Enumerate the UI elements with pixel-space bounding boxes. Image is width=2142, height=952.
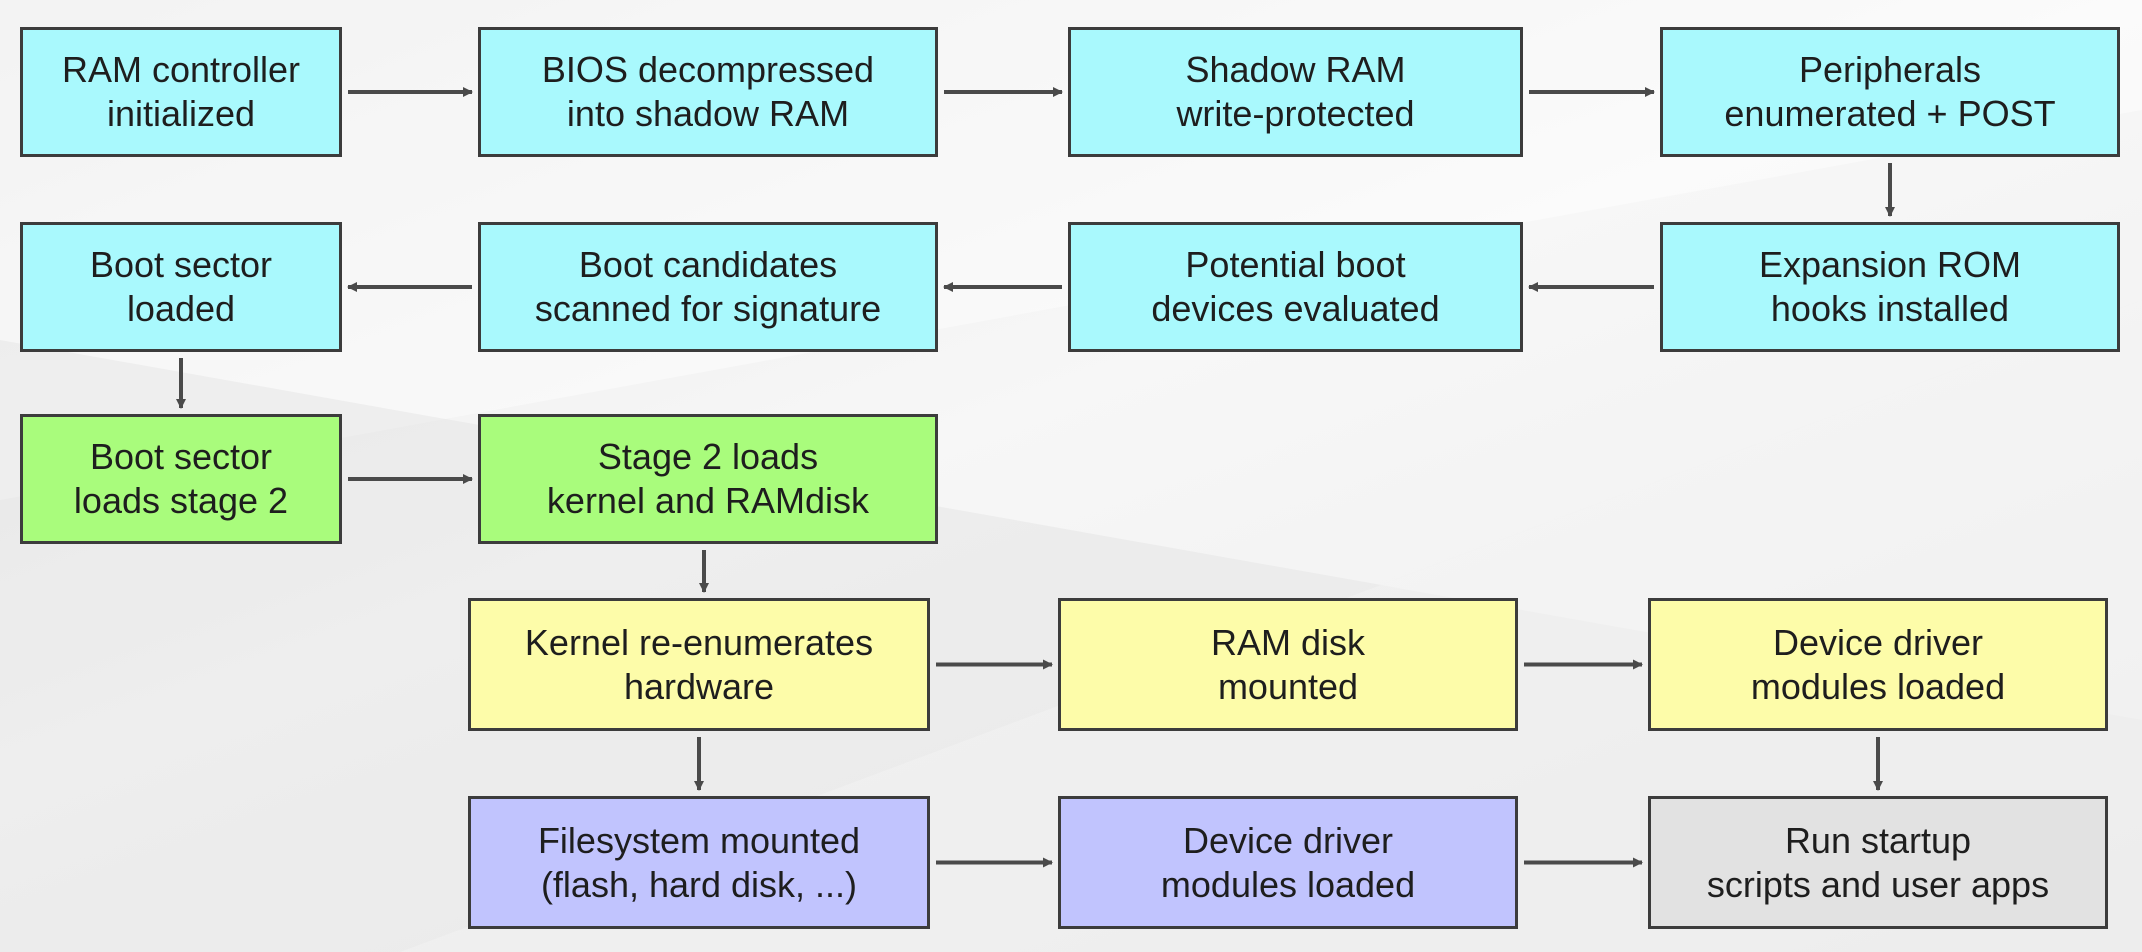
step-shadow-ram-write-protected: Shadow RAM write-protected	[1068, 27, 1523, 157]
step-label: Device driver modules loaded	[1160, 819, 1416, 905]
step-expansion-rom-hooks: Expansion ROM hooks installed	[1660, 222, 2120, 352]
step-label: Peripherals enumerated + POST	[1724, 49, 2056, 134]
step-label: Boot sector loads stage 2	[73, 436, 289, 521]
step-bios-decompressed: BIOS decompressed into shadow RAM	[478, 27, 938, 157]
step-label: Boot candidates scanned for signature	[534, 244, 882, 329]
step-label: RAM controller initialized	[61, 49, 301, 134]
step-boot-sector-loaded: Boot sector loaded	[20, 222, 342, 352]
step-filesystem-mounted: Filesystem mounted (flash, hard disk, ..…	[468, 796, 930, 929]
step-label: Stage 2 loads kernel and RAMdisk	[546, 436, 870, 521]
step-driver-modules-loaded-fs: Device driver modules loaded	[1058, 796, 1518, 929]
step-stage2-loads-kernel: Stage 2 loads kernel and RAMdisk	[478, 414, 938, 544]
step-driver-modules-loaded-ramdisk: Device driver modules loaded	[1648, 598, 2108, 731]
step-label: Device driver modules loaded	[1750, 621, 2006, 707]
step-boot-sector-loads-stage2: Boot sector loads stage 2	[20, 414, 342, 544]
step-boot-candidates-scanned: Boot candidates scanned for signature	[478, 222, 938, 352]
step-label: RAM disk mounted	[1210, 621, 1366, 707]
step-label: Potential boot devices evaluated	[1151, 244, 1440, 329]
step-ram-controller-initialized: RAM controller initialized	[20, 27, 342, 157]
step-ram-disk-mounted: RAM disk mounted	[1058, 598, 1518, 731]
step-label: Shadow RAM write-protected	[1176, 49, 1415, 134]
step-peripherals-enumerated: Peripherals enumerated + POST	[1660, 27, 2120, 157]
step-label: Kernel re-enumerates hardware	[524, 621, 874, 707]
step-label: Expansion ROM hooks installed	[1758, 244, 2022, 329]
step-label: Boot sector loaded	[89, 244, 273, 329]
step-boot-devices-evaluated: Potential boot devices evaluated	[1068, 222, 1523, 352]
step-kernel-re-enumerates: Kernel re-enumerates hardware	[468, 598, 930, 731]
step-label: BIOS decompressed into shadow RAM	[541, 49, 875, 134]
step-label: Run startup scripts and user apps	[1706, 819, 2050, 905]
step-run-startup-scripts: Run startup scripts and user apps	[1648, 796, 2108, 929]
step-label: Filesystem mounted (flash, hard disk, ..…	[537, 819, 861, 905]
